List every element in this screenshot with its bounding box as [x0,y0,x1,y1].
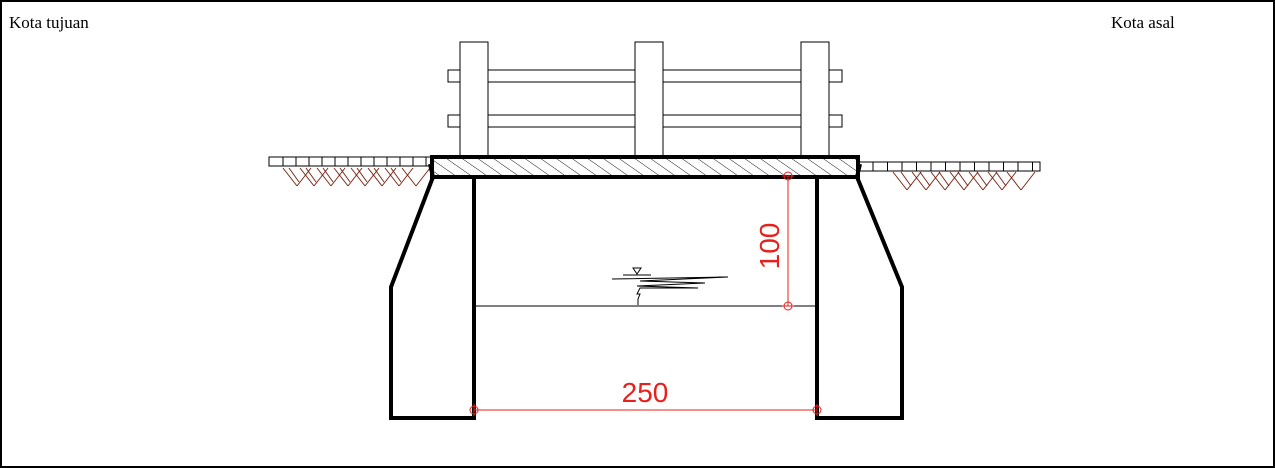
road-pavement-right [857,161,1041,172]
soil-hatch-left [282,167,431,187]
dimension-height [782,171,794,311]
abutment-right [815,163,904,420]
road-pavement-left [268,156,432,167]
water-level-triangle-icon [611,267,729,305]
deck-slab [430,155,860,179]
soil-hatch-right [892,171,1036,191]
dimension-width [469,404,822,416]
dimension-width-label: 250 [622,377,669,408]
railing-post-left [459,41,489,157]
dimension-height-label: 100 [754,223,785,270]
railing [447,41,843,157]
railing-post-right [800,41,830,157]
railing-post-middle [634,41,664,157]
label-kota-asal: Kota asal [1111,13,1175,32]
abutment-left [389,163,476,420]
label-kota-tujuan: Kota tujuan [9,13,89,32]
